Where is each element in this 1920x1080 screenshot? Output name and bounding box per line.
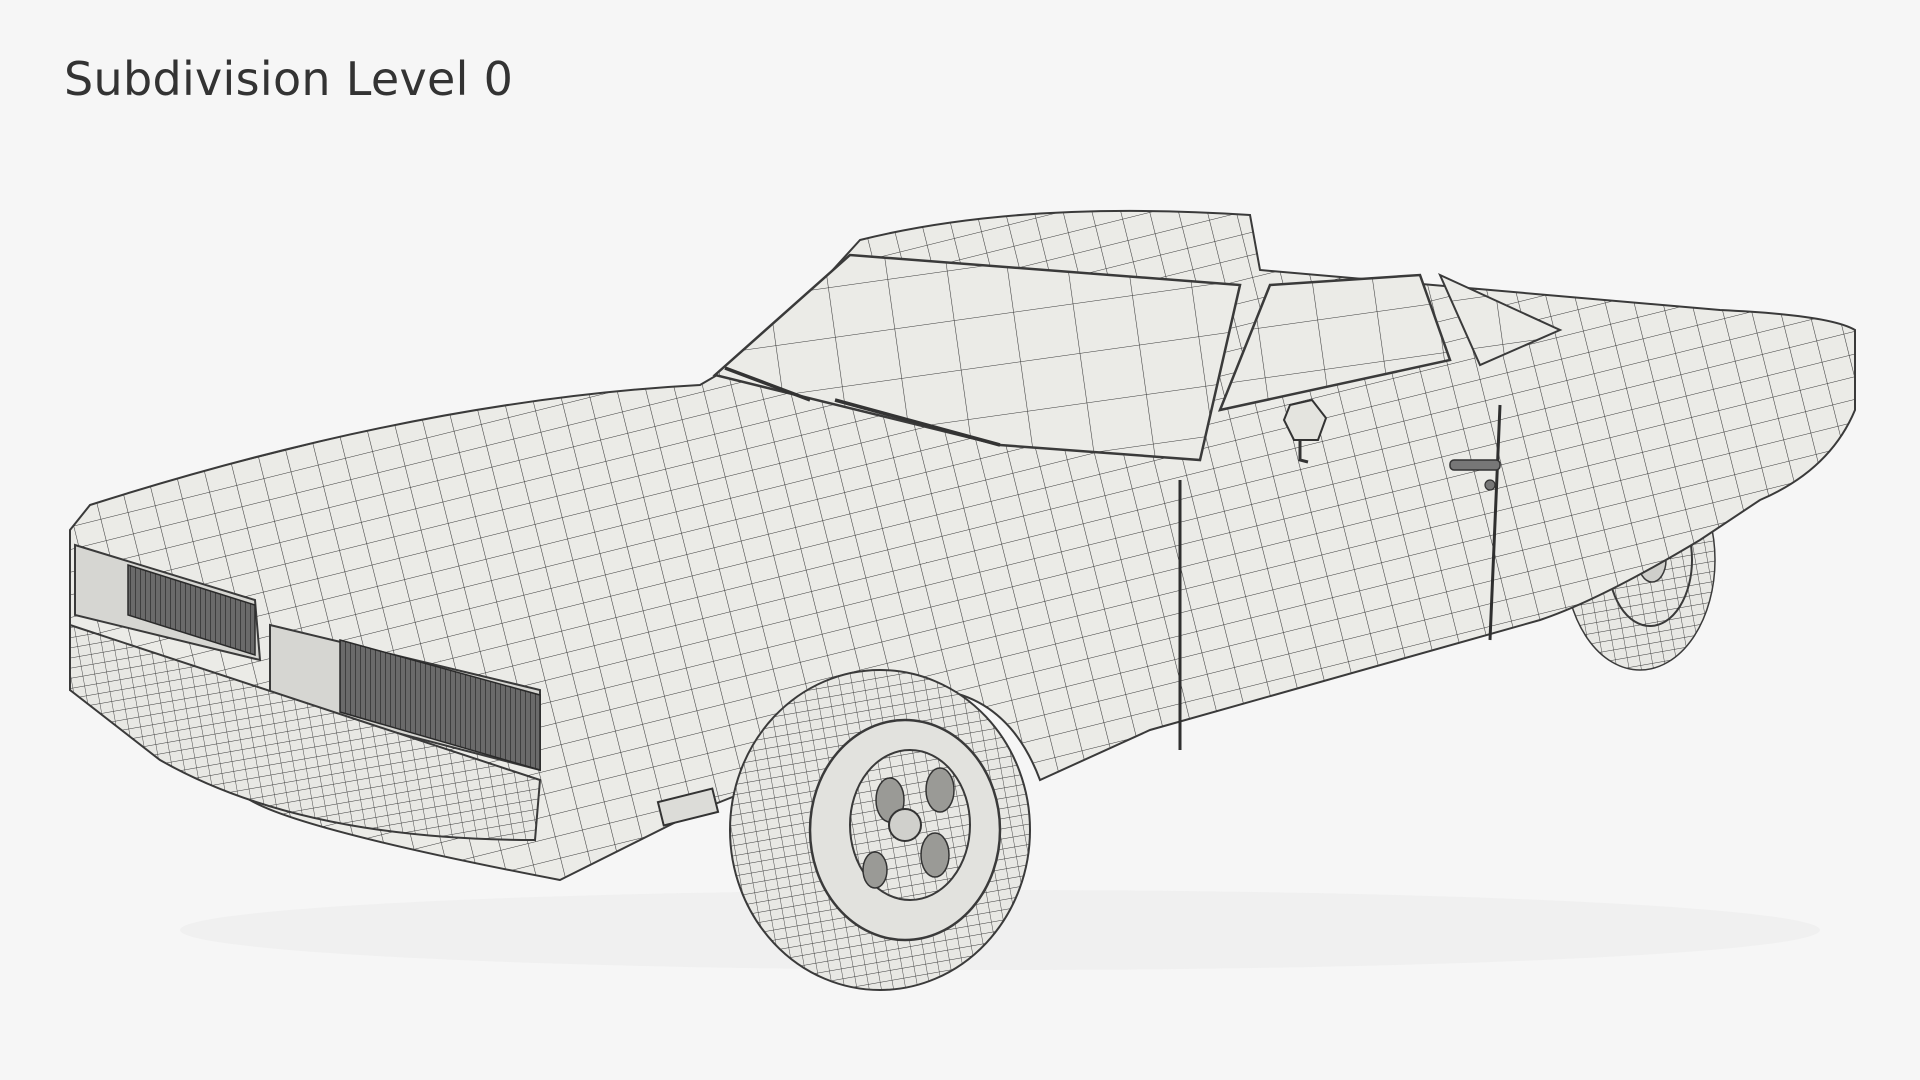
door-line bbox=[1178, 404, 1502, 750]
side-mirror bbox=[1282, 398, 1328, 464]
wiper-right bbox=[834, 398, 1001, 447]
side-window bbox=[1217, 273, 1452, 412]
subdivision-level-title: Subdivision Level 0 bbox=[64, 52, 514, 106]
side-marker-light bbox=[656, 787, 720, 827]
ground-shadow bbox=[180, 890, 1820, 970]
front-bumper bbox=[69, 623, 542, 842]
door-handle bbox=[1449, 459, 1501, 491]
rear-window bbox=[1438, 272, 1563, 367]
front-wheel bbox=[729, 669, 1031, 991]
front-grille bbox=[74, 543, 541, 772]
wiper-left bbox=[724, 366, 811, 402]
